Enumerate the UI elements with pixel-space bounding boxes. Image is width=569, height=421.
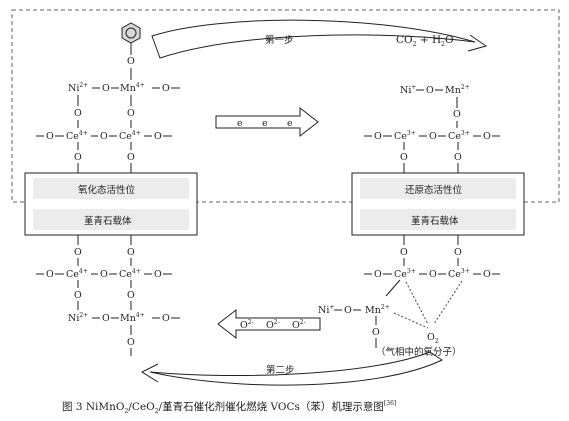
- electron-transfer-arrow: e e e: [215, 106, 319, 138]
- svg-text:Ni2+: Ni2+: [68, 312, 88, 324]
- svg-text:Ni+: Ni+: [400, 84, 416, 96]
- svg-text:O: O: [74, 290, 82, 301]
- cordierite-support-label-left: 堇青石载体: [84, 215, 132, 227]
- svg-text:Mn2+: Mn2+: [365, 304, 390, 316]
- svg-text:O: O: [162, 313, 170, 324]
- svg-text:Ce4+: Ce4+: [66, 268, 88, 280]
- svg-text:O2: O2: [427, 332, 439, 345]
- step1-label: 第一步: [265, 34, 294, 46]
- svg-text:O2-: O2-: [266, 319, 280, 331]
- svg-text:Ce4+: Ce4+: [119, 268, 141, 280]
- svg-text:O: O: [127, 152, 135, 163]
- svg-text:O: O: [127, 337, 135, 348]
- cordierite-support-label-right: 堇青石载体: [411, 215, 459, 227]
- svg-text:O: O: [154, 269, 162, 280]
- svg-text:O: O: [154, 131, 162, 142]
- svg-text:O2-: O2-: [292, 319, 306, 331]
- svg-text:O: O: [429, 269, 437, 280]
- svg-text:Ce4+: Ce4+: [66, 130, 88, 142]
- svg-text:O: O: [483, 131, 491, 142]
- svg-text:O: O: [74, 247, 82, 258]
- left-support-box: 氧化态活性位 堇青石载体: [24, 172, 198, 236]
- benzene-icon: [121, 22, 141, 55]
- svg-text:Ce3+: Ce3+: [448, 268, 470, 280]
- svg-text:O: O: [74, 108, 82, 119]
- svg-text:Mn4+: Mn4+: [120, 82, 145, 94]
- svg-text:O: O: [453, 109, 461, 120]
- gas-phase-oxygen-note: （气相中的氧分子）: [376, 346, 462, 358]
- reduced-structure-top: Ni+ O Mn2+ O O Ce3+ O Ce3+ O O O: [364, 84, 500, 173]
- svg-text:Ni+: Ni+: [318, 304, 334, 316]
- svg-text:Mn2+: Mn2+: [445, 84, 470, 96]
- products-label: CO2 + H2O: [396, 34, 454, 48]
- oxidized-structure-top: O Ni2+ O Mn4+ O O O O Ce4+ O Ce4+ O O O: [36, 56, 180, 173]
- svg-text:O2-: O2-: [240, 319, 254, 331]
- right-support-box: 还原态活性位 堇青石载体: [351, 172, 525, 236]
- svg-text:O: O: [374, 269, 382, 280]
- step2-label: 第二步: [266, 364, 295, 376]
- svg-text:O: O: [100, 131, 108, 142]
- svg-text:O: O: [46, 131, 54, 142]
- svg-text:O: O: [102, 313, 110, 324]
- figure-caption: 图 3 NiMnO2/CeO2/堇青石催化剂催化燃烧 VOCs（苯）机理示意图[…: [62, 400, 396, 415]
- svg-text:O: O: [400, 152, 408, 163]
- svg-text:Ni2+: Ni2+: [68, 82, 88, 94]
- svg-text:O: O: [400, 247, 408, 258]
- svg-text:O: O: [100, 269, 108, 280]
- svg-text:Ce3+: Ce3+: [448, 130, 470, 142]
- svg-text:O: O: [454, 152, 462, 163]
- svg-text:O: O: [127, 108, 135, 119]
- svg-text:O: O: [162, 83, 170, 94]
- svg-text:O: O: [374, 131, 382, 142]
- step2-curved-arrow: [149, 351, 444, 386]
- svg-text:O: O: [127, 56, 135, 67]
- svg-text:O: O: [344, 305, 352, 316]
- svg-text:O: O: [127, 247, 135, 258]
- step1-curved-arrow: [151, 19, 476, 59]
- oxidized-active-site-label: 氧化态活性位: [78, 184, 136, 196]
- svg-text:e: e: [237, 118, 243, 129]
- svg-text:O: O: [46, 269, 54, 280]
- svg-text:Mn4+: Mn4+: [120, 312, 145, 324]
- step1-dashed-frame: [11, 9, 560, 203]
- reduced-active-site-label: 还原态活性位: [405, 184, 463, 196]
- svg-text:Ce3+: Ce3+: [394, 130, 416, 142]
- svg-text:O: O: [127, 290, 135, 301]
- svg-text:O: O: [74, 152, 82, 163]
- svg-text:O: O: [102, 83, 110, 94]
- oxygen-ion-transfer-arrow: O2- O2- O2-: [217, 308, 321, 340]
- oxidized-structure-bottom: O O O Ce4+ O Ce4+ O O O Ni2+ O Mn4+ O O: [36, 235, 180, 356]
- svg-text:e: e: [287, 118, 293, 129]
- svg-text:O: O: [483, 269, 491, 280]
- svg-text:e: e: [262, 118, 268, 129]
- reduced-structure-bottom: O O O Ce3+ O Ce3+ O Ni+ O Mn2+ O O2 （气相中…: [318, 235, 500, 358]
- svg-text:Ce3+: Ce3+: [394, 268, 416, 280]
- svg-text:O: O: [454, 247, 462, 258]
- svg-text:O: O: [429, 131, 437, 142]
- svg-text:O: O: [372, 327, 380, 338]
- svg-text:Ce4+: Ce4+: [119, 130, 141, 142]
- svg-text:O: O: [426, 85, 434, 96]
